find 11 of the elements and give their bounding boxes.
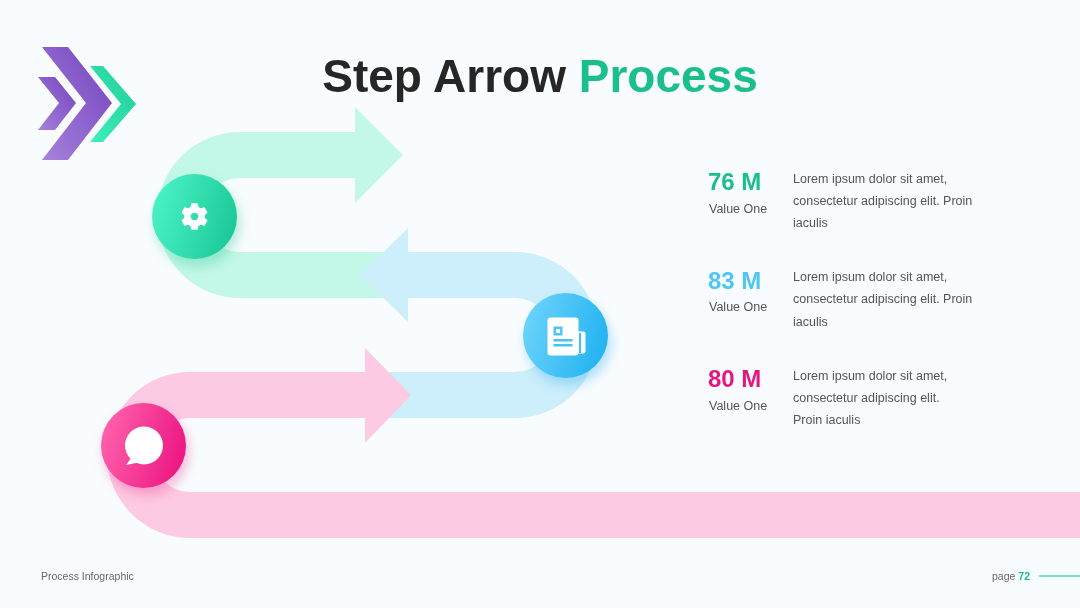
description-text: Lorem ipsum dolor sit amet, consectetur adipiscing elit. Proin iaculis [793,170,974,233]
description-text: Lorem ipsum dolor sit amet, consectetur adipiscing elit. Proin iaculis [793,367,949,430]
stat-value: 76 M [708,170,762,194]
stat-caption: Value One [709,399,768,412]
stat-caption: Value One [709,202,768,215]
stat-value: 83 M [708,268,762,293]
page-number: page 72 [992,570,1030,582]
stat-caption: Value One [709,301,768,314]
description-text: Lorem ipsum dolor sit amet, consectetur adipiscing elit. Proin iaculis [793,269,974,331]
footer-text: Process Infographic [41,570,134,582]
stat-value: 80 M [708,367,762,391]
